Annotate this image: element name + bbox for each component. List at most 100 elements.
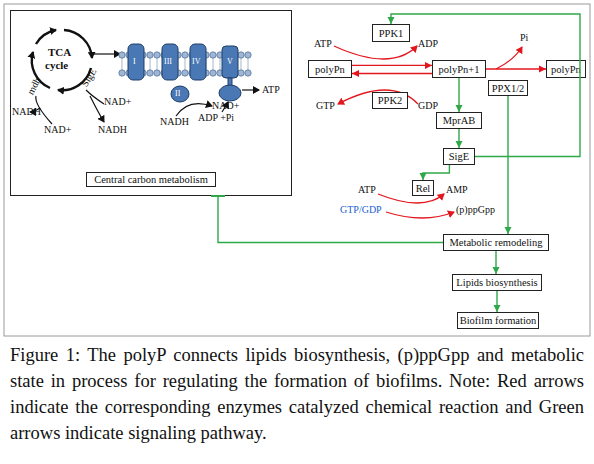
arrow-head: [539, 66, 546, 73]
connector-line: [391, 14, 580, 157]
respiratory-complexes: [162, 44, 178, 80]
membrane: [245, 70, 251, 76]
arrow-head: [456, 141, 463, 148]
diagram-label: GTP/GDP: [340, 204, 382, 216]
reaction-arrow: [352, 62, 432, 69]
signal-arrow: [456, 129, 463, 148]
arrow-head: [505, 227, 512, 234]
diagram-label: II: [175, 88, 180, 100]
respiratory-complexes: [128, 44, 144, 80]
respiratory-complexes: [242, 89, 259, 90]
membrane: [147, 70, 153, 76]
signal-arrow: [494, 291, 501, 312]
connector-line: [486, 68, 546, 69]
membrane: [238, 70, 244, 76]
respiratory-complexes: [171, 86, 189, 102]
connector-line: [458, 78, 459, 112]
node-text: Biofilm formation: [460, 315, 537, 326]
reaction-arrow: [352, 70, 432, 77]
arrow-head: [352, 70, 359, 77]
diagram-label: ATP: [262, 84, 280, 96]
respiratory-complexes: [219, 85, 241, 101]
signal-arrow: [505, 96, 512, 234]
membrane: [220, 58, 221, 70]
arrow-head: [425, 62, 432, 69]
diagram-label: V: [227, 56, 233, 68]
membrane: [185, 58, 186, 70]
reaction-curves: [334, 46, 522, 218]
diagram-label: GTP: [316, 100, 335, 112]
diagram-label: (p)ppGpp: [456, 204, 495, 216]
molecule-box: polyPn: [546, 60, 586, 78]
connector-line: [496, 291, 497, 312]
diagram-label: ADP +Pi: [198, 112, 234, 124]
respiratory-complexes: [222, 46, 238, 78]
arrow-head: [388, 17, 395, 24]
arrow-head: [420, 173, 427, 180]
molecule-box: polyPn: [308, 60, 352, 78]
membrane: [122, 58, 123, 70]
diagram-label: GDP: [418, 100, 438, 112]
connector-line: [352, 73, 432, 74]
diagram-label: NAD+: [104, 96, 131, 108]
signal-arrow: [420, 165, 450, 180]
process-box: Metabolic remodeling: [443, 234, 549, 251]
diagram-label: AMP: [446, 184, 468, 196]
connector-line: [423, 165, 449, 180]
membrane: [182, 52, 188, 58]
signal-arrow: [211, 196, 443, 243]
membrane: [210, 70, 216, 76]
membrane: [119, 52, 125, 58]
respiratory-complexes: [128, 44, 259, 116]
diagram-label: cycle: [45, 59, 68, 71]
diagram-label: NADH: [160, 116, 189, 128]
reaction-curves: [386, 212, 454, 218]
figure-frame: [4, 4, 590, 336]
regulator-box: SigE: [443, 148, 475, 165]
diagram-label: NAD+: [212, 100, 239, 112]
reaction-curves: [496, 47, 522, 69]
node-text: PPX1/2: [492, 83, 525, 94]
signal-arrow: [388, 14, 581, 157]
membrane: [119, 70, 125, 76]
arrow-head: [493, 267, 500, 274]
regulator-box: MprAB: [436, 112, 482, 129]
process-box: Lipids biosynthesis: [452, 274, 542, 291]
connector-line: [495, 251, 496, 274]
node-text: MprAB: [443, 115, 476, 126]
node-text: polyPn: [315, 64, 345, 75]
diagram-label: III: [164, 56, 172, 68]
membrane: [245, 52, 251, 58]
connector-line: [352, 65, 432, 66]
membrane: [182, 70, 188, 76]
diagram-label: ATP: [358, 184, 376, 196]
arrow-head: [456, 105, 463, 112]
membrane: [238, 52, 244, 58]
diagram-label: mdh: [25, 75, 44, 96]
enzyme-box: Rel: [412, 180, 434, 196]
diagram-label: NADH: [12, 106, 41, 118]
connector-line: [507, 96, 508, 234]
connector-line: [218, 196, 443, 243]
diagram-label: IV: [192, 56, 200, 68]
node-text: SigE: [449, 151, 469, 162]
diagram-label: SigE: [79, 66, 99, 89]
tca-cycle: [94, 53, 120, 54]
tca-cycle: [36, 30, 56, 44]
tca-cycle: [90, 96, 104, 122]
enzyme-box: PPK2: [372, 92, 408, 109]
process-box: Biofilm formation: [457, 312, 539, 329]
molecule-box: polyPn+1: [432, 60, 486, 78]
diagram-label: ATP: [314, 38, 332, 50]
respiratory-complexes: [190, 44, 206, 80]
diagram-label: NADH: [98, 124, 127, 136]
tca-cycle: [86, 90, 104, 104]
arrow-head: [494, 305, 501, 312]
reaction-curves: [334, 46, 417, 59]
signal-arrow: [493, 251, 500, 274]
node-text: PPK1: [379, 28, 404, 39]
reaction-curves: [378, 194, 444, 203]
membrane: [248, 58, 249, 70]
reaction-arrow: [486, 66, 546, 73]
